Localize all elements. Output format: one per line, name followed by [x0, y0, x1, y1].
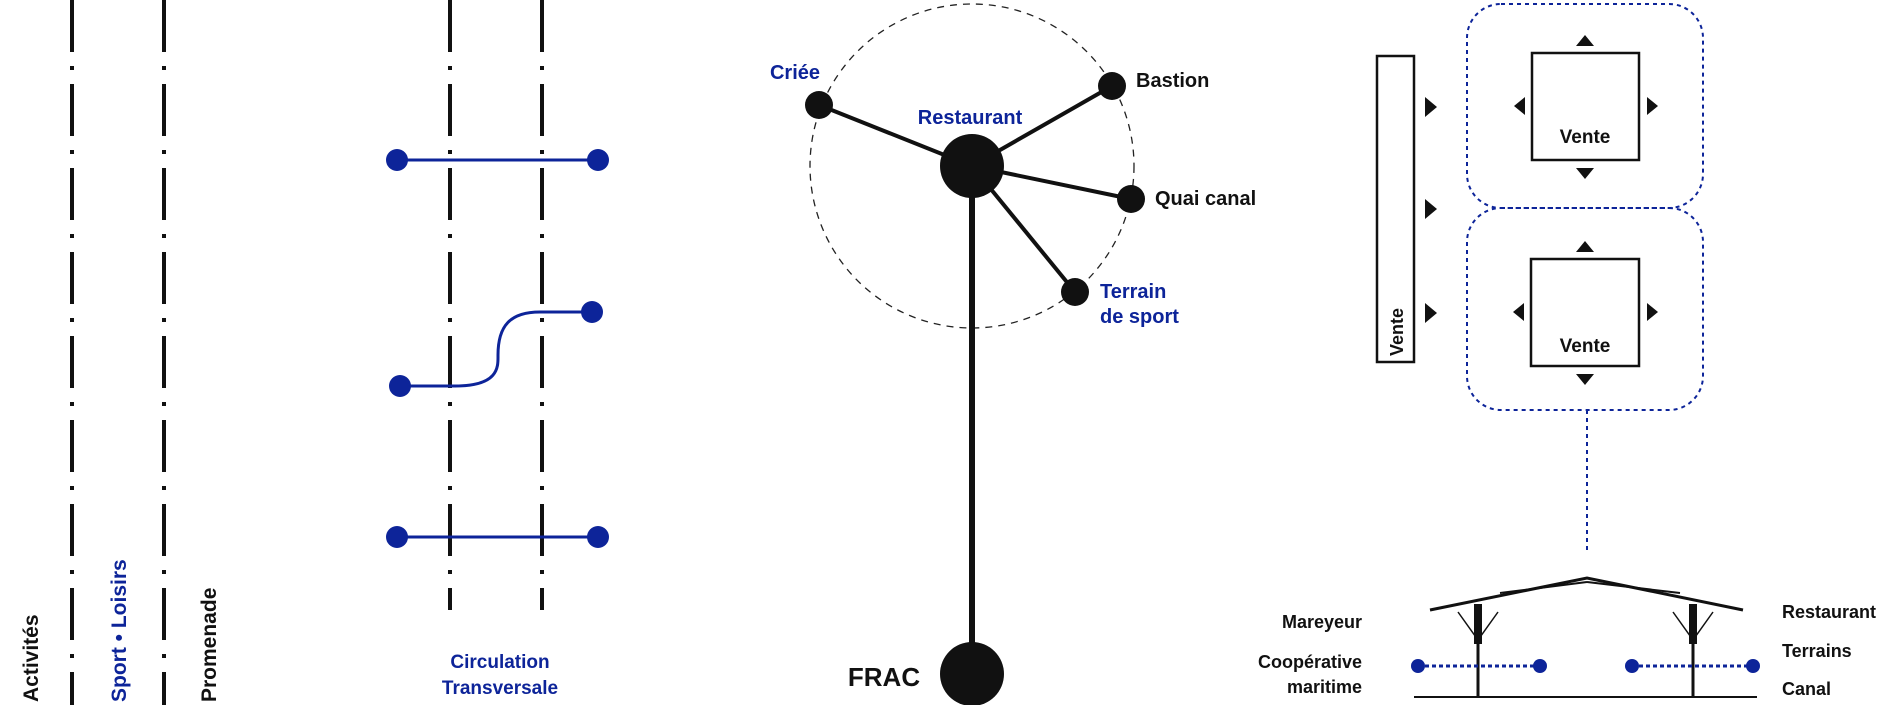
arrow-up-icon: [1576, 241, 1594, 252]
module-zone-top: [1466, 3, 1704, 209]
arrow-right-icon: [1425, 303, 1437, 323]
label-criee: Criée: [770, 62, 820, 84]
label-mareyeur: Mareyeur: [1282, 612, 1362, 632]
arrow-right-icon: [1425, 199, 1437, 219]
arrow-left-icon: [1513, 303, 1524, 321]
brace: [1477, 611, 1499, 641]
label-terrains: Terrains: [1782, 641, 1852, 661]
base-node-frac: [940, 642, 1004, 705]
vente-box-top-label: Vente: [1560, 127, 1611, 148]
crossing-end-dot: [581, 301, 603, 323]
label-cooperative-line1: Coopérative: [1258, 652, 1362, 672]
crossing-end-dot: [386, 526, 408, 548]
label-restaurant-section: Restaurant: [1782, 602, 1876, 622]
arrow-right-icon: [1425, 97, 1437, 117]
node-criee: [805, 91, 833, 119]
crossing-end-dot: [386, 149, 408, 171]
vente-strip-label: Vente: [1387, 308, 1407, 356]
roof-truss: [1499, 581, 1588, 594]
label-restaurant: Restaurant: [918, 107, 1023, 129]
node-terrain-sport: [1061, 278, 1089, 306]
roof-outer: [1429, 576, 1744, 612]
crossing-curve: [400, 310, 592, 388]
brace: [1457, 611, 1479, 641]
arrow-down-icon: [1576, 374, 1594, 385]
zone-label-activites: Activités: [20, 614, 43, 702]
vente-panel: Vente Vente Vente: [1375, 3, 1704, 552]
label-quai-canal: Quai canal: [1155, 188, 1256, 210]
vente-box-bottom-label: Vente: [1560, 336, 1611, 357]
zones-panel: Activités Sport • Loisirs Promenade: [20, 0, 221, 705]
vente-strip: [1375, 54, 1416, 364]
label-terrain-line2: de sport: [1100, 306, 1179, 328]
label-bastion: Bastion: [1136, 70, 1209, 92]
crossing-bottom: [386, 526, 609, 548]
module-zone-bottom: [1466, 207, 1704, 411]
arrow-left-icon: [1514, 97, 1525, 115]
circulation-dot: [1533, 659, 1547, 673]
hub-node-restaurant: [940, 134, 1004, 198]
arrow-down-icon: [1576, 168, 1594, 179]
circulation-caption-line1: Circulation: [450, 652, 549, 673]
label-canal: Canal: [1782, 679, 1831, 699]
label-cooperative-line2: maritime: [1287, 677, 1362, 697]
network-panel: Restaurant Criée Bastion Quai canal Terr…: [770, 3, 1256, 705]
vente-box-bottom: [1529, 257, 1641, 368]
crossing-end-dot: [587, 526, 609, 548]
circulation-panel: Circulation Transversale: [386, 0, 609, 699]
circulation-dot: [1411, 659, 1425, 673]
arrow-right-icon: [1647, 97, 1658, 115]
circulation-dot: [1625, 659, 1639, 673]
zone-label-promenade: Promenade: [198, 588, 221, 702]
node-bastion: [1098, 72, 1126, 100]
vente-box-top: [1530, 51, 1641, 162]
circulation-dot: [1746, 659, 1760, 673]
zone-label-sport-loisirs: Sport • Loisirs: [108, 559, 131, 702]
crossing-middle: [389, 301, 603, 397]
roof-truss: [1586, 581, 1681, 594]
section-panel: Mareyeur Coopérative maritime Restaurant…: [1258, 576, 1876, 699]
circulation-caption-line2: Transversale: [442, 678, 558, 699]
influence-radius-circle: [809, 3, 1135, 329]
label-frac: FRAC: [848, 662, 920, 692]
brace: [1672, 611, 1694, 641]
node-quai-canal: [1117, 185, 1145, 213]
crossing-end-dot: [389, 375, 411, 397]
arrow-right-icon: [1647, 303, 1658, 321]
brace: [1692, 611, 1714, 641]
crossing-end-dot: [587, 149, 609, 171]
arrow-up-icon: [1576, 35, 1594, 46]
crossing-top: [386, 149, 609, 171]
label-terrain-line1: Terrain: [1100, 281, 1166, 303]
